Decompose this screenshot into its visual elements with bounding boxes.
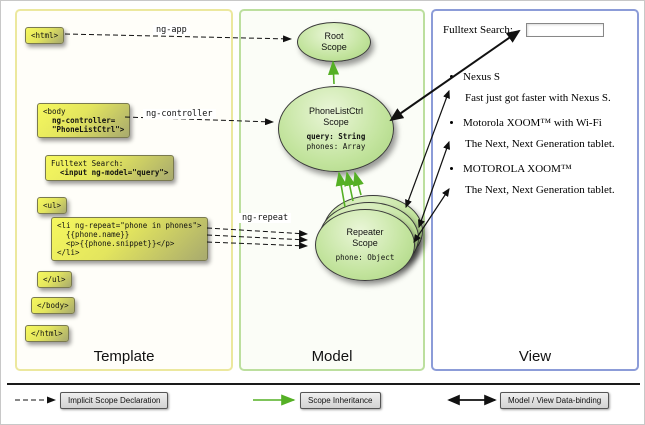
- code-line: <input ng-model="query">: [51, 168, 169, 177]
- root-scope-title: Root: [324, 31, 344, 41]
- code-line: <html>: [31, 31, 59, 40]
- code-line: <li ng-repeat="phone in phones">: [57, 221, 202, 230]
- ng-repeat-label: ng-repeat: [239, 213, 292, 223]
- phone-snippet: Fast just got faster with Nexus S.: [465, 92, 611, 104]
- repeater-scope-ellipse: Repeater Scope phone: Object: [315, 209, 415, 281]
- fulltext-search-input[interactable]: [526, 23, 604, 37]
- code-box-body-close: </body>: [31, 297, 75, 314]
- view-panel: Fulltext Search: Nexus S Fast just got f…: [431, 9, 639, 371]
- repeater-scope-title: Repeater: [346, 227, 384, 237]
- code-box-html-close: </html>: [25, 325, 69, 342]
- phone-name: Motorola XOOM™ with Wi-Fi: [463, 117, 602, 129]
- legend-model-view-databinding: Model / View Data-binding: [500, 392, 610, 409]
- phone-list: Nexus S Fast just got faster with Nexus …: [447, 71, 644, 209]
- model-panel: Root Scope PhoneListCtrl Scope query: St…: [239, 9, 425, 371]
- code-line: "PhoneListCtrl">: [43, 125, 125, 134]
- code-line: </body>: [37, 301, 69, 310]
- phone-name: Nexus S: [463, 71, 500, 83]
- code-line: Fulltext Search:: [51, 159, 124, 168]
- template-panel: <html> <body ng-controller= "PhoneListCt…: [15, 9, 233, 371]
- phonelistctrl-scope-ellipse: PhoneListCtrl Scope query: String phones…: [278, 86, 394, 172]
- phone-list-item: Motorola XOOM™ with Wi-Fi The Next, Next…: [463, 117, 644, 150]
- scope-property: phone: Object: [335, 253, 395, 262]
- phonelistctrl-scope-title: Scope: [323, 117, 349, 127]
- ng-app-label: ng-app: [153, 25, 190, 35]
- template-panel-label: Template: [93, 348, 155, 365]
- code-line: </html>: [31, 329, 63, 338]
- root-scope-ellipse: Root Scope: [297, 22, 371, 62]
- repeater-scope-title: Scope: [352, 238, 378, 248]
- code-line: </li>: [57, 248, 80, 257]
- phone-list-item: Nexus S Fast just got faster with Nexus …: [463, 71, 644, 104]
- code-line: {{phone.name}}: [57, 230, 130, 239]
- code-line: <ul>: [43, 201, 62, 210]
- code-box-li-repeat: <li ng-repeat="phone in phones"> {{phone…: [51, 217, 208, 261]
- code-line: </ul>: [43, 275, 66, 284]
- code-box-ul-open: <ul>: [37, 197, 68, 214]
- phone-snippet: The Next, Next Generation tablet.: [465, 184, 615, 196]
- code-box-html-open: <html>: [25, 27, 65, 44]
- view-search-label: Fulltext Search:: [443, 24, 513, 36]
- ng-controller-label: ng-controller: [143, 109, 216, 119]
- legend-scope-inheritance: Scope Inheritance: [300, 392, 381, 409]
- code-line: <body: [43, 107, 66, 116]
- phone-snippet: The Next, Next Generation tablet.: [465, 138, 615, 150]
- code-line: <p>{{phone.snippet}}</p>: [57, 239, 175, 248]
- view-panel-label: View: [518, 348, 552, 365]
- legend-implicit-scope-declaration: Implicit Scope Declaration: [60, 392, 169, 409]
- code-box-search: Fulltext Search: <input ng-model="query"…: [45, 155, 175, 181]
- root-scope-title: Scope: [321, 42, 347, 52]
- model-panel-label: Model: [311, 348, 353, 365]
- code-box-body-open: <body ng-controller= "PhoneListCtrl">: [37, 103, 131, 138]
- code-box-ul-close: </ul>: [37, 271, 72, 288]
- scope-property: phones: Array: [306, 142, 366, 151]
- scope-property: query: String: [306, 132, 366, 141]
- code-line: ng-controller=: [43, 116, 116, 125]
- phone-list-item: MOTOROLA XOOM™ The Next, Next Generation…: [463, 163, 644, 196]
- phone-name: MOTOROLA XOOM™: [463, 163, 572, 175]
- phonelistctrl-scope-title: PhoneListCtrl: [308, 106, 364, 116]
